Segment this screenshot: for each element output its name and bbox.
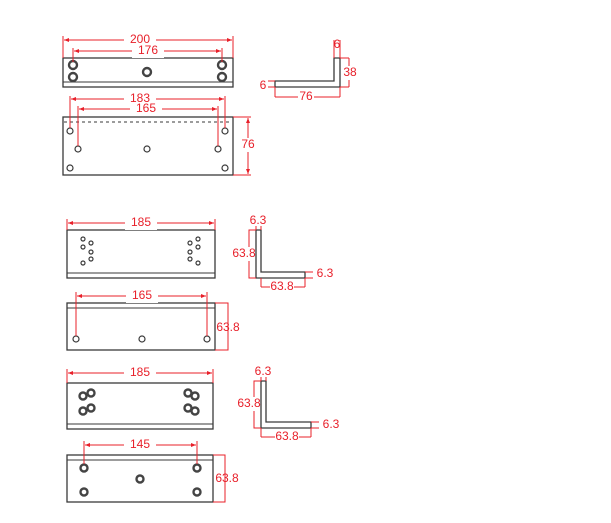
drawing-1-profile: 6 38 6 76 [260,37,358,104]
dimension-label: 6.3 [255,364,272,378]
dimension-label: 63.8 [275,429,299,443]
drawing-3-front-view: 145 63.8 [66,437,239,503]
dimension-label: 63.8 [237,396,261,410]
mounting-hole [216,59,228,71]
dimension-label: 63.8 [232,246,256,260]
dimension-label: 185 [131,215,151,229]
drawing-1-top-view: 200 176 [62,32,234,88]
dimension-label: 63.8 [215,471,239,485]
dimension-label: 63.8 [216,320,240,334]
dimension-label: 145 [130,437,150,451]
dimension-label: 38 [343,65,357,79]
dimension-label: 76 [299,89,313,103]
dimension-label: 165 [132,288,152,302]
mounting-hole [67,71,79,83]
dimension-label: 6.3 [323,417,340,431]
dimension-label: 185 [130,365,150,379]
dimension-label: 183 [130,91,150,105]
drawing-3-top-view: 185 [66,365,214,430]
dimension-label: 200 [130,32,150,46]
dimension-label: 6.3 [250,213,267,227]
drawing-1-front-view: 183 165 76 [62,91,256,176]
drawing-2-top-view: 185 [66,215,216,279]
drawing-2-profile: 6.3 63.8 6.3 63.8 [232,213,334,294]
drawing-3-profile: 6.3 63.8 6.3 63.8 [237,364,340,444]
dimension-label: 165 [136,101,156,115]
dimension-label: 76 [241,137,255,151]
dimension-label: 63.8 [270,279,294,293]
dimension-label: 176 [138,43,158,57]
mounting-hole [141,66,153,78]
dimension-label: 6 [334,37,341,51]
dimension-label: 6.3 [317,266,334,280]
mounting-hole [67,59,79,71]
drawing-2-front-view: 165 63.8 [66,288,240,351]
mounting-hole [216,71,228,83]
dimension-label: 6 [260,78,267,92]
